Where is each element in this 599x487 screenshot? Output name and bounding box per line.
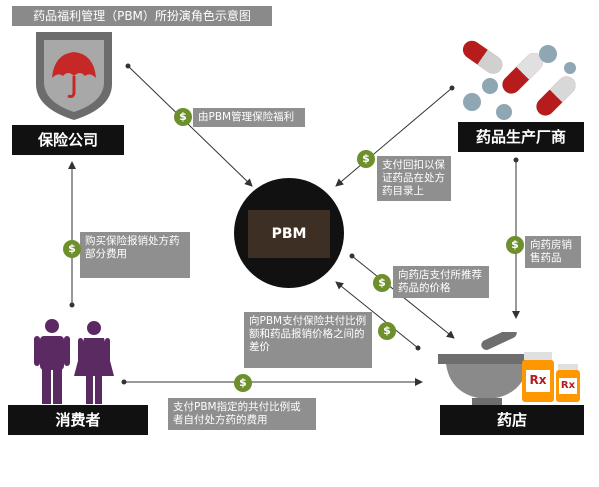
arrow-manufacturer-pbm (335, 87, 453, 187)
consumer-label: 消费者 (8, 405, 148, 435)
arrow-insurer-pbm (127, 65, 253, 187)
rx-label-large: Rx (529, 373, 547, 387)
mortar-pestle-icon (438, 332, 534, 408)
dollar-icon: $ (378, 322, 396, 340)
rx-label-small: Rx (560, 380, 576, 391)
annotation-consumer-insurer: 购买保险报销处方药部分费用 (80, 232, 190, 278)
pills-icon (462, 40, 576, 120)
rx-bottles-icon (522, 352, 580, 402)
annotation-manufacturer-pbm: 支付回扣以保证药品在处方药目录上 (377, 156, 451, 201)
annotation-manufacturer-pharmacy: 向药房销售药品 (525, 236, 581, 268)
annotation-insurer-pbm: 由PBM管理保险福利 (193, 108, 305, 127)
diagram-title: 药品福利管理（PBM）所扮演角色示意图 (12, 6, 272, 26)
dollar-icon: $ (373, 274, 391, 292)
annotation-pbm-pharmacy: 向药店支付所推荐药品的价格 (393, 266, 489, 298)
pharmacy-label: 药店 (440, 405, 584, 435)
annotation-consumer-pharmacy: 支付PBM指定的共付比例或者自付处方药的费用 (168, 398, 316, 430)
insurer-label: 保险公司 (12, 125, 124, 155)
arrow-pharmacy-pbm (335, 281, 419, 349)
dollar-icon: $ (506, 236, 524, 254)
people-icon (34, 319, 114, 404)
dollar-icon: $ (357, 150, 375, 168)
manufacturer-label: 药品生产厂商 (458, 122, 584, 152)
dollar-icon: $ (63, 240, 81, 258)
annotation-pharmacy-pbm: 向PBM支付保险共付比例额和药品报销价格之间的差价 (244, 312, 372, 368)
pbm-label: PBM (248, 210, 330, 258)
dollar-icon: $ (234, 374, 252, 392)
shield-umbrella-icon (36, 32, 112, 120)
dollar-icon: $ (174, 108, 192, 126)
